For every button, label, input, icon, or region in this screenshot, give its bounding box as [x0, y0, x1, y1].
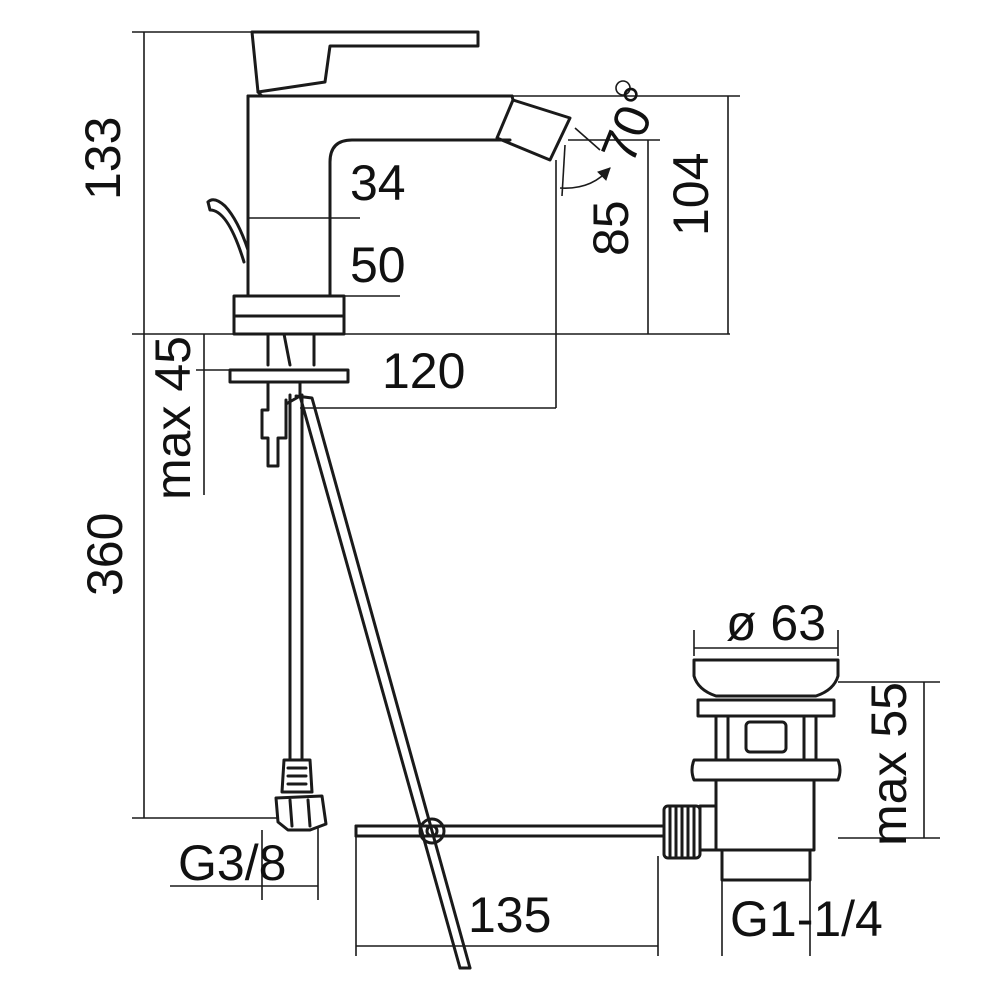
- dim-max-45: max 45: [145, 336, 201, 500]
- dimension-labels: 133 34 50 104 85 70° max 45 120 360 G3/8…: [75, 79, 917, 947]
- dim-g1-1-4: G1-1/4: [730, 891, 883, 947]
- dim-34: 34: [350, 155, 406, 211]
- flex-hose: [274, 393, 328, 832]
- dim-diameter-63: ø 63: [726, 595, 826, 651]
- spray-nozzle: [495, 94, 572, 162]
- mounting-shank: [228, 332, 350, 468]
- dim-104: 104: [663, 153, 719, 236]
- dim-133: 133: [75, 117, 131, 200]
- dim-120: 120: [382, 343, 465, 399]
- dim-max-55: max 55: [861, 682, 917, 846]
- swivel-angle-marker: [559, 80, 631, 197]
- popup-rod: [284, 394, 666, 970]
- dim-135: 135: [468, 887, 551, 943]
- dim-g3-8: G3/8: [178, 835, 286, 891]
- dim-50: 50: [350, 237, 406, 293]
- dim-360: 360: [77, 513, 133, 596]
- dim-85: 85: [583, 200, 639, 256]
- waste-fitting: [662, 658, 842, 882]
- faucet-body: [206, 30, 514, 336]
- dimension-lines: [132, 31, 940, 956]
- dim-70-deg: 70°: [590, 79, 670, 170]
